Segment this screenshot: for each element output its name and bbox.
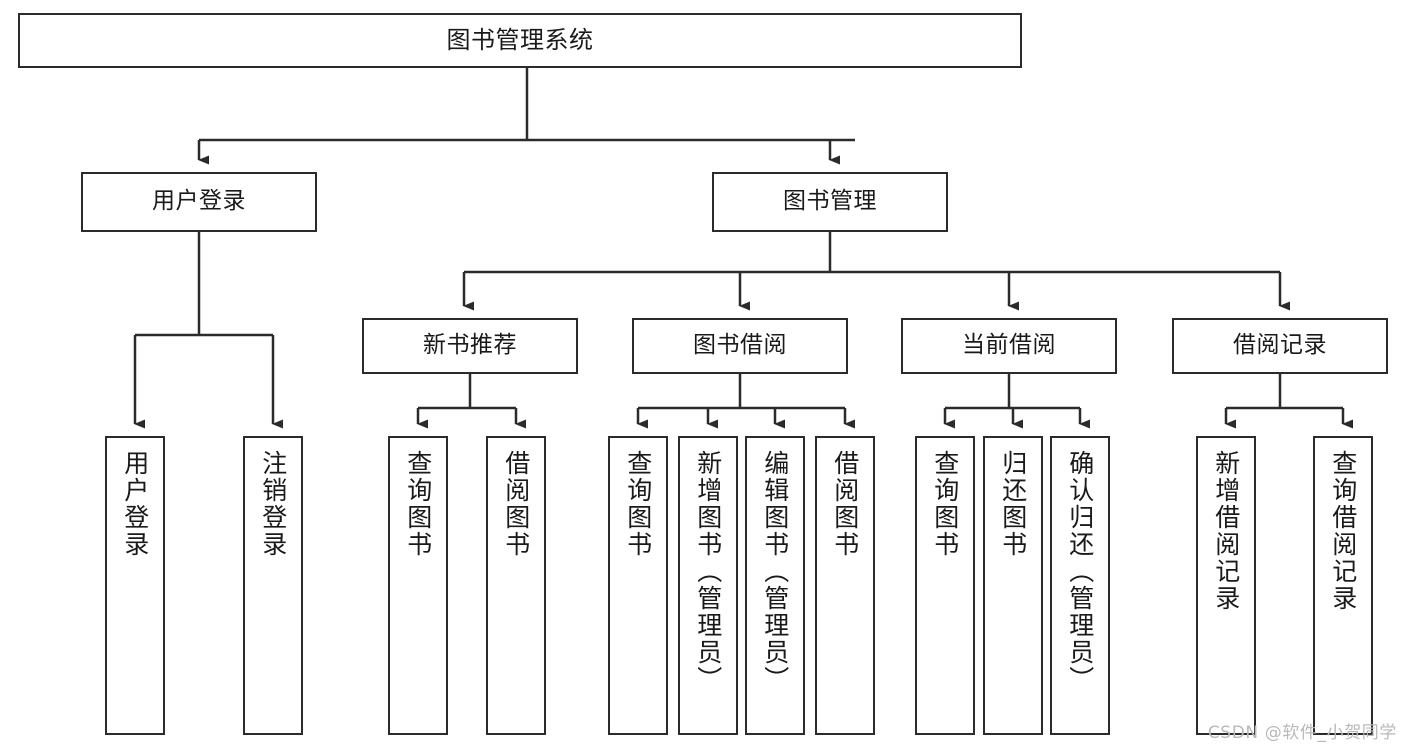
node-current-borrow[interactable]: 当前借阅 bbox=[901, 318, 1117, 374]
node-leaf-confirm-return-label: 确认归还（管理员） bbox=[1065, 450, 1095, 693]
node-leaf-borrow-book-1[interactable]: 借阅图书 bbox=[486, 436, 546, 735]
node-leaf-add-record[interactable]: 新增借阅记录 bbox=[1196, 436, 1256, 735]
node-current-borrow-label: 当前借阅 bbox=[962, 332, 1056, 359]
node-leaf-edit-book-label: 编辑图书（管理员） bbox=[760, 450, 790, 693]
node-leaf-query-book-1[interactable]: 查询图书 bbox=[388, 436, 448, 735]
node-leaf-user-login-label: 用户登录 bbox=[120, 450, 150, 558]
node-new-book-recommend-label: 新书推荐 bbox=[423, 332, 517, 359]
node-leaf-borrow-book-2-label: 借阅图书 bbox=[830, 450, 860, 558]
edges-bookmanage-to-level3 bbox=[462, 232, 1290, 311]
node-leaf-query-book-2-label: 查询图书 bbox=[623, 450, 653, 558]
node-borrow-record[interactable]: 借阅记录 bbox=[1172, 318, 1388, 374]
node-leaf-user-login[interactable]: 用户登录 bbox=[105, 436, 165, 735]
node-borrow-record-label: 借阅记录 bbox=[1233, 332, 1327, 359]
node-leaf-logout-label: 注销登录 bbox=[258, 450, 288, 558]
node-leaf-add-record-label: 新增借阅记录 bbox=[1211, 450, 1241, 612]
edges-userlogin-to-leaves bbox=[133, 232, 283, 429]
node-book-borrow-label: 图书借阅 bbox=[693, 332, 787, 359]
node-leaf-add-book-label: 新增图书（管理员） bbox=[693, 450, 723, 693]
edges-borrowrecord-to-leaves bbox=[1224, 374, 1353, 429]
node-root-label: 图书管理系统 bbox=[446, 26, 594, 55]
node-leaf-confirm-return[interactable]: 确认归还（管理员） bbox=[1050, 436, 1110, 735]
node-leaf-query-book-3[interactable]: 查询图书 bbox=[915, 436, 975, 735]
node-leaf-return-book[interactable]: 归还图书 bbox=[983, 436, 1043, 735]
node-new-book-recommend[interactable]: 新书推荐 bbox=[362, 318, 578, 374]
node-leaf-edit-book[interactable]: 编辑图书（管理员） bbox=[745, 436, 805, 735]
node-book-borrow[interactable]: 图书借阅 bbox=[632, 318, 848, 374]
edges-root-to-level2 bbox=[197, 68, 855, 165]
node-leaf-query-record-label: 查询借阅记录 bbox=[1328, 450, 1358, 612]
node-leaf-query-book-3-label: 查询图书 bbox=[930, 450, 960, 558]
node-leaf-return-book-label: 归还图书 bbox=[998, 450, 1028, 558]
edges-newbook-to-leaves bbox=[416, 374, 526, 429]
node-root[interactable]: 图书管理系统 bbox=[18, 13, 1022, 68]
node-leaf-borrow-book-2[interactable]: 借阅图书 bbox=[815, 436, 875, 735]
edges-currentborrow-to-leaves bbox=[943, 374, 1090, 429]
edges-bookborrow-to-leaves bbox=[636, 374, 855, 429]
node-leaf-borrow-book-1-label: 借阅图书 bbox=[501, 450, 531, 558]
node-leaf-query-record[interactable]: 查询借阅记录 bbox=[1313, 436, 1373, 735]
node-leaf-query-book-2[interactable]: 查询图书 bbox=[608, 436, 668, 735]
node-leaf-logout[interactable]: 注销登录 bbox=[243, 436, 303, 735]
node-book-manage[interactable]: 图书管理 bbox=[712, 172, 948, 232]
node-leaf-add-book[interactable]: 新增图书（管理员） bbox=[678, 436, 738, 735]
node-book-manage-label: 图书管理 bbox=[783, 188, 877, 215]
node-leaf-query-book-1-label: 查询图书 bbox=[403, 450, 433, 558]
node-user-login[interactable]: 用户登录 bbox=[81, 172, 317, 232]
node-user-login-label: 用户登录 bbox=[152, 188, 246, 215]
